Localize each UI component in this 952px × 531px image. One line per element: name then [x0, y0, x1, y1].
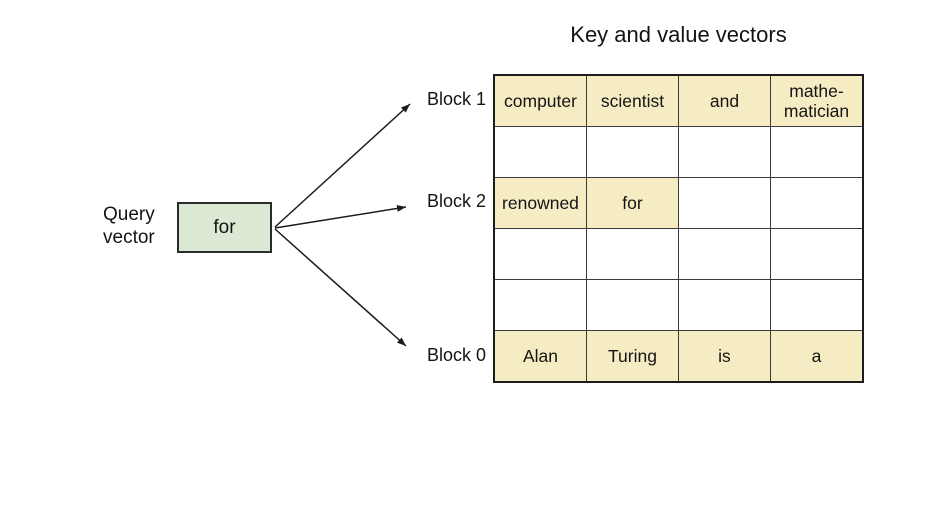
table-row	[493, 126, 864, 178]
block-0-label: Block 0	[426, 345, 486, 365]
block-2-label: Block 2	[426, 191, 486, 211]
token-cell: Alan	[493, 330, 587, 383]
query-vector-label: Query vector	[103, 204, 155, 249]
empty-cell	[769, 228, 864, 280]
empty-cell	[585, 228, 679, 280]
arrow-to-block-2-icon	[274, 204, 407, 229]
empty-cell	[493, 279, 587, 331]
token-cell: renowned	[493, 177, 587, 229]
query-vector-box: for	[177, 202, 272, 253]
arrow-to-block-0-icon	[274, 228, 407, 347]
empty-cell	[677, 126, 771, 178]
token-cell: for	[585, 177, 679, 229]
empty-cell	[585, 126, 679, 178]
table-row	[493, 228, 864, 280]
arrow-to-block-1-icon	[274, 103, 411, 228]
token-cell: a	[769, 330, 864, 383]
empty-cell	[769, 177, 864, 229]
block-1-label: Block 1	[426, 89, 486, 109]
token-cell: and	[677, 74, 771, 127]
empty-cell	[493, 126, 587, 178]
token-cell: computer	[493, 74, 587, 127]
empty-cell	[677, 228, 771, 280]
token-cell: mathe-matician	[769, 74, 864, 127]
empty-cell	[769, 279, 864, 331]
empty-cell	[493, 228, 587, 280]
token-cell: scientist	[585, 74, 679, 127]
token-cell: Turing	[585, 330, 679, 383]
query-token: for	[213, 216, 236, 238]
diagram-title: Key and value vectors	[570, 22, 787, 47]
table-row	[493, 279, 864, 331]
empty-cell	[769, 126, 864, 178]
empty-cell	[677, 279, 771, 331]
empty-cell	[677, 177, 771, 229]
token-cell: is	[677, 330, 771, 383]
empty-cell	[585, 279, 679, 331]
